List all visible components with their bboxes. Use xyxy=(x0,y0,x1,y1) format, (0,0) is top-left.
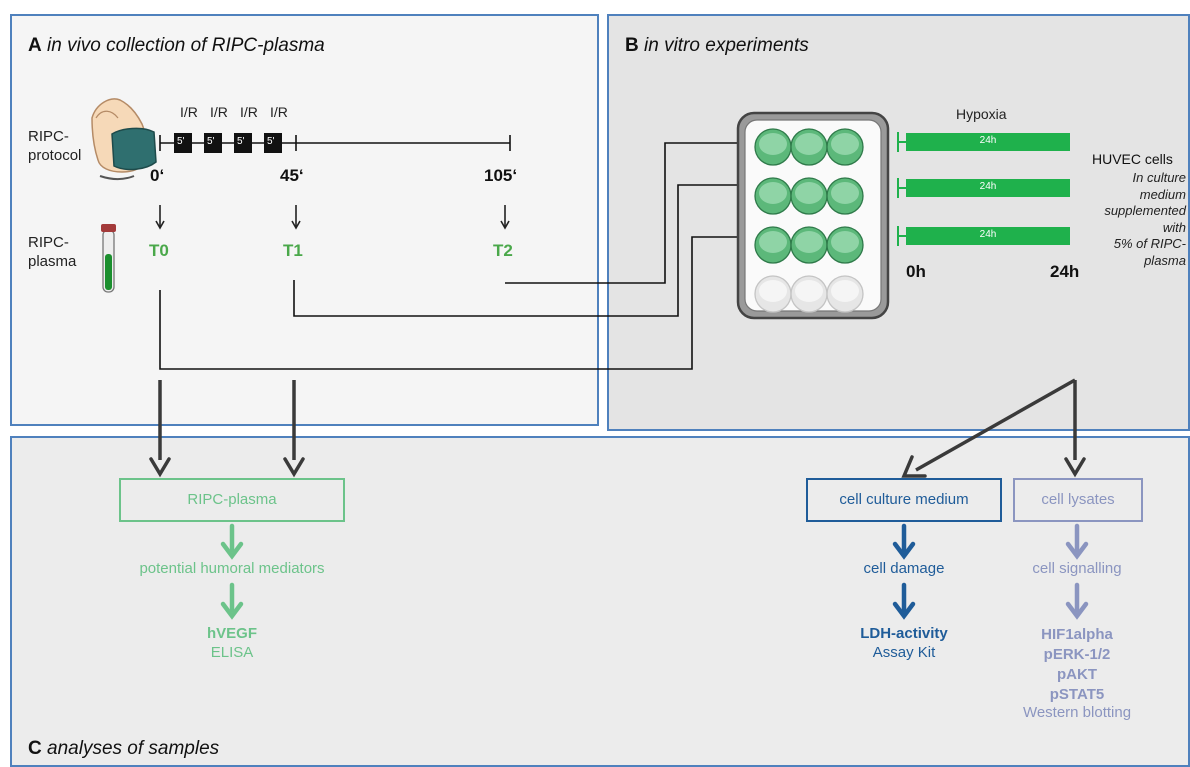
plasma-label: RIPC-plasma xyxy=(28,234,77,270)
hypoxia-bar-label-3: 24h xyxy=(979,229,997,240)
plate-wells xyxy=(754,128,864,313)
analysis-arrows xyxy=(149,378,1086,478)
hypoxia-end: 24h xyxy=(1050,262,1080,281)
box-ripc-plasma xyxy=(119,478,345,522)
ischemia-label-4: 5' xyxy=(267,136,275,147)
panel-a xyxy=(10,14,599,426)
medium-step-label: cell damage xyxy=(863,560,945,577)
box-ripc-plasma-label: RIPC-plasma xyxy=(187,491,277,508)
step-arrows xyxy=(220,523,1089,620)
panel-a-title: A in vivo collection of RIPC-plasma xyxy=(28,35,325,56)
box-cell-culture-medium-label: cell culture medium xyxy=(839,491,969,508)
sampling-arrows xyxy=(155,205,510,230)
box-cell-lysates xyxy=(1013,478,1143,522)
ischemia-blocks xyxy=(174,133,282,153)
plate-well-highlight xyxy=(795,133,823,155)
plate-well-highlight xyxy=(831,182,859,204)
plate-well-highlight xyxy=(831,231,859,253)
sample-t2: T2 xyxy=(493,241,513,260)
plasma-method-label: ELISA xyxy=(210,644,254,661)
arm-cuff-icon xyxy=(91,98,157,180)
panel-b xyxy=(607,14,1190,431)
plate-well-highlight xyxy=(831,133,859,155)
hypoxia-bar-label-1: 24h xyxy=(979,135,997,146)
ischemia-label-1: 5' xyxy=(177,136,185,147)
well-plate xyxy=(736,111,890,320)
hypoxia-bars xyxy=(897,132,1070,246)
time-0: 0‘ xyxy=(150,166,165,185)
panel-c xyxy=(10,436,1190,767)
sample-t1: T1 xyxy=(283,241,303,260)
ir-label-3: I/R xyxy=(240,104,258,120)
plasma-step-label: potential humoral mediators xyxy=(139,560,325,577)
protocol-label: RIPC-protocol xyxy=(28,128,82,164)
huvec-title: HUVEC cells xyxy=(1092,151,1173,167)
plate-well-highlight xyxy=(759,182,787,204)
plate-well-highlight xyxy=(759,280,787,302)
hypoxia-title: Hypoxia xyxy=(956,106,1007,122)
ischemia-label-3: 5' xyxy=(237,136,245,147)
plasma-target-label: hVEGF xyxy=(206,625,257,642)
time-105: 105‘ xyxy=(484,166,518,185)
box-cell-lysates-label: cell lysates xyxy=(1041,491,1115,508)
hypoxia-start: 0h xyxy=(906,262,926,281)
ir-label-1: I/R xyxy=(180,104,198,120)
ir-label-4: I/R xyxy=(270,104,288,120)
blood-tube-icon xyxy=(101,224,116,293)
ir-label-2: I/R xyxy=(210,104,228,120)
plate-well-highlight xyxy=(831,280,859,302)
ischemia-label-2: 5' xyxy=(207,136,215,147)
medium-method-label: Assay Kit xyxy=(872,644,936,661)
plate-well-highlight xyxy=(795,182,823,204)
box-cell-culture-medium xyxy=(806,478,1002,522)
plate-well-highlight xyxy=(795,280,823,302)
sample-connectors xyxy=(159,138,753,370)
hypoxia-bar-label-2: 24h xyxy=(979,181,997,192)
medium-target-label: LDH-activity xyxy=(860,625,948,642)
panel-c-title: C analyses of samples xyxy=(28,738,220,759)
plate-well-highlight xyxy=(759,133,787,155)
plate-well-highlight xyxy=(759,231,787,253)
lysates-step-label: cell signalling xyxy=(1032,560,1122,577)
plate-well-highlight xyxy=(795,231,823,253)
lysates-method-label: Western blotting xyxy=(1022,704,1132,721)
time-45: 45‘ xyxy=(280,166,304,185)
sample-t0: T0 xyxy=(149,241,169,260)
panel-b-title: B in vitro experiments xyxy=(625,35,809,56)
